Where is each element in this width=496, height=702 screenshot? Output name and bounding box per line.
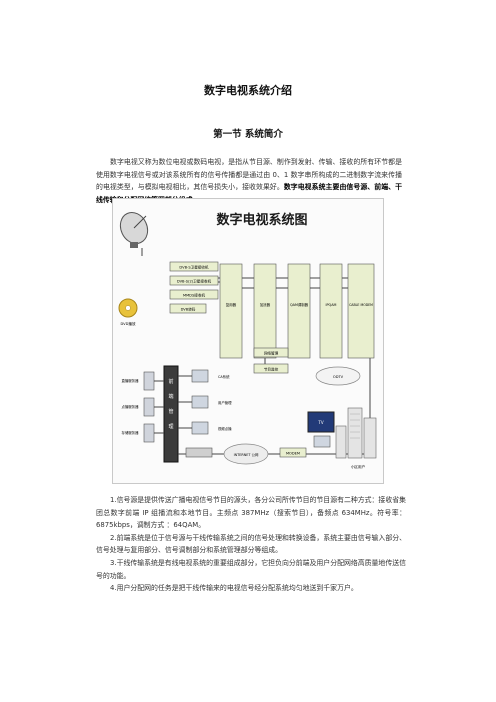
document-title: 数字电视系统介绍 [204,84,292,97]
source-label-2: MMDS接收机 [183,293,205,298]
computer-icon [191,421,209,435]
building-icon [335,407,377,459]
diagram-title: 数字电视系统图 [216,212,307,228]
satellite-dish-icon [119,211,149,248]
list-item: 3.干线传输系统是有线电视系统的重要组成部分，它担负向分前端及用户分配网络高质量… [96,558,406,580]
svg-text:理: 理 [168,424,173,430]
control-boxes: 网络管理 节目监控 [253,347,289,374]
chain-column-3 [319,263,343,359]
list-item: 2.前端系统是位于信号源与干线传输系统之间的信号处理和转换设备，系统主要由信号输… [96,533,406,555]
server-label-2: 存储服务器 [122,430,140,435]
svg-text:前: 前 [168,378,173,385]
tv-icon: TV [307,411,335,433]
chain-label-2: QAM调制器 [290,302,309,307]
list-item: 1.信号源是提供传送广播电视信号节目的源头，各分公司所传节目的节目源有二种方式：… [96,496,406,530]
workstation-group: CA系统 用户管理 视频点播 [178,369,232,435]
modem-label: MODEM [286,452,300,456]
server-label-0: 直播服务器 [122,378,140,383]
mgmt-label-1: 用户管理 [218,400,232,405]
chain-column-0 [219,263,243,359]
user-label: 小区用户 [351,464,366,469]
chain-label-1: 加扰器 [260,302,271,307]
chain-label-3: IPQAM [326,303,337,307]
computer-icon [191,369,209,383]
server-label-1: 点播服务器 [122,404,140,409]
svg-text:管: 管 [168,408,173,415]
ctrl-label-0: 网络管理 [264,351,279,356]
source-stack: DVB-S卫星接收机 DVB-S(2)卫星接收机 MMDS接收机 DVB转码 [169,261,220,314]
dvd-disc-icon [118,298,138,318]
tv-label: TV [317,420,323,425]
computer-icon [313,435,331,448]
chain-label-4: CABLE MODEM [349,303,373,307]
chain-column-4 [347,263,375,359]
management-rack [163,365,179,463]
server-group: 直播服务器 点播服务器 存储服务器 [122,371,164,443]
mgmt-label-2: 视频点播 [218,426,232,431]
dvd-label: DVD播放 [120,321,136,326]
source-label-0: DVB-S卫星接收机 [179,265,209,270]
modem-box [279,447,307,458]
intro-text: 数字电视又称为数位电视或数码电视，是指从节目源、制作到发射、传输、接收的所有环节… [96,158,402,192]
diagram-svg: 数字电视系统图 DVB-S卫星接收机 DVB-S(2)卫星接收机 MMDS接收机… [112,198,384,484]
odtv-label: ODTV [333,375,344,379]
chain-column-2 [287,263,311,359]
source-label-1: DVB-S(2)卫星接收机 [177,279,212,284]
list-item: 4.用户分配网的任务是把干线传输来的电视信号经分配系统均匀地送到千家万户。 [110,584,358,593]
internet-label: INTERNET 公网 [234,453,259,457]
computer-icon [191,395,209,409]
system-diagram: 数字电视系统图 DVB-S卫星接收机 DVB-S(2)卫星接收机 MMDS接收机… [112,198,384,484]
chain-label-0: 复用器 [226,302,237,307]
server-icon [143,423,155,443]
mgmt-label-0: CA系统 [218,374,230,379]
item-list: 1.信号源是提供传送广播电视信号节目的源头，各分公司所传节目的节目源有二种方式：… [96,494,406,595]
svg-text:端: 端 [168,393,173,400]
chain-column-1 [253,263,277,359]
internet-cloud [223,443,269,465]
section-title: 第一节 系统简介 [213,129,283,140]
router-icon [185,447,213,458]
processing-chain: 复用器 加扰器 QAM调制器 IPQAM CABLE MODEM [219,263,375,359]
odtv-cloud: ODTV [315,366,361,386]
server-icon [143,397,155,417]
server-icon [143,371,155,391]
ctrl-label-1: 节目监控 [264,367,279,372]
management-bar: 前 端 管 理 [163,365,179,463]
source-label-3: DVB转码 [181,307,196,312]
